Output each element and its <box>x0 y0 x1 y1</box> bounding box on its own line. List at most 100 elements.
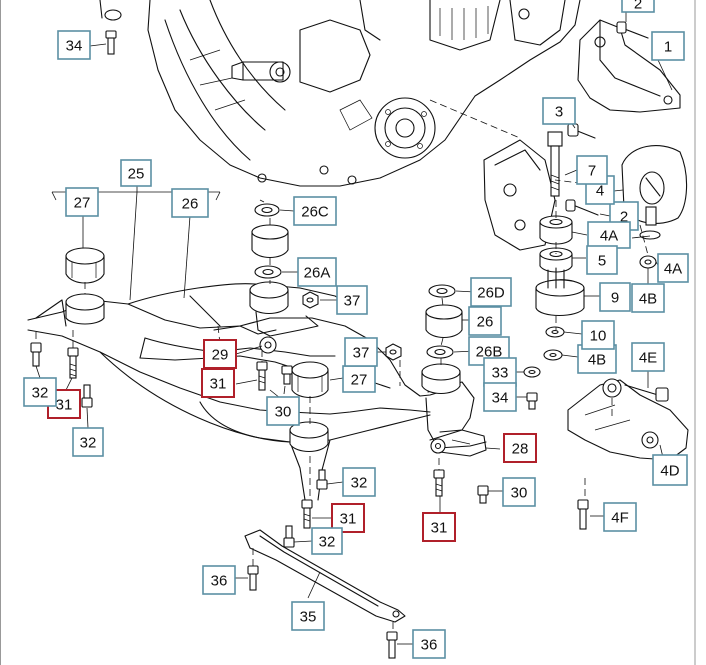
callout-number: 26 <box>182 196 199 213</box>
callout-box <box>470 277 512 307</box>
callout-26: 26 <box>171 188 209 218</box>
bushing-part-4A <box>539 215 573 245</box>
bolt-part-36-right <box>386 631 398 659</box>
callout-number: 37 <box>353 345 370 362</box>
callout-9: 9 <box>599 282 631 312</box>
callout-37: 37 <box>344 337 378 367</box>
callout-4d: 4D <box>652 454 688 486</box>
callout-number: 31 <box>431 520 448 537</box>
callout-box <box>581 320 615 350</box>
bolt-part-2-mid <box>565 199 599 216</box>
bolt-part-4E <box>624 384 669 402</box>
bolt-part-34-right <box>526 392 538 410</box>
bracket-part-4D <box>567 378 689 461</box>
bolt-part-32-lower <box>283 525 295 548</box>
callout-number: 25 <box>128 166 145 183</box>
callout-number: 3 <box>555 104 563 121</box>
callout-32: 32 <box>72 427 104 457</box>
callout-number: 4B <box>588 352 606 369</box>
callout-31-highlighted: 31 <box>201 368 235 398</box>
callout-box <box>631 283 665 313</box>
bolt-part-2-top <box>616 21 649 39</box>
callout-4b: 4B <box>631 283 665 313</box>
bolt-part-31-right <box>433 469 445 497</box>
callout-26a: 26A <box>297 257 337 287</box>
callout-number: 26C <box>301 204 329 221</box>
callout-number: 27 <box>74 195 91 212</box>
callout-box <box>483 382 517 412</box>
bracket-part-28 <box>429 429 487 457</box>
bolt-part-32-lower-left <box>81 384 93 408</box>
callout-number: 30 <box>511 485 528 502</box>
bolt-part-31-center <box>256 361 268 391</box>
bushing-part-5 <box>539 247 573 273</box>
nut-part-37-left <box>302 291 319 309</box>
callout-number: 4F <box>611 510 629 527</box>
callout-box <box>291 601 325 631</box>
gearbox-housing <box>99 0 581 187</box>
front-brace-part-35 <box>244 529 406 623</box>
callout-number: 31 <box>340 511 357 528</box>
callout-box <box>72 427 104 457</box>
callout-33: 33 <box>483 357 517 387</box>
callout-number: 34 <box>66 38 83 55</box>
callout-number: 32 <box>80 435 97 452</box>
callout-box <box>586 245 618 275</box>
callout-number: 26B <box>476 344 503 361</box>
callout-number: 28 <box>512 441 529 458</box>
callout-box <box>657 253 689 283</box>
callout-box <box>331 503 365 533</box>
callout-number: 32 <box>32 385 49 402</box>
callout-box <box>621 0 655 13</box>
callout-box <box>503 433 537 463</box>
callout-29-highlighted: 29 <box>203 339 237 369</box>
callout-box <box>344 337 378 367</box>
callout-number: 30 <box>275 404 292 421</box>
callout-34: 34 <box>57 30 91 60</box>
callout-number: 36 <box>421 637 438 654</box>
callout-35: 35 <box>291 601 325 631</box>
callout-number: 27 <box>351 372 368 389</box>
left-subframe-mount <box>65 293 105 325</box>
callout-box <box>342 467 376 497</box>
leader-lines <box>35 10 673 645</box>
callout-box <box>201 368 235 398</box>
washer-part-4B-left <box>543 349 563 361</box>
callout-28-highlighted: 28 <box>503 433 537 463</box>
callout-36: 36 <box>202 565 236 595</box>
callout-number: 4A <box>600 228 618 245</box>
washer-part-33 <box>523 366 541 378</box>
bushing-part-26C <box>254 203 280 217</box>
callout-box <box>652 454 688 486</box>
bolt-part-31-left <box>67 347 79 379</box>
callout-box <box>202 565 236 595</box>
callout-number: 9 <box>611 290 619 307</box>
gearbox-support-bracket <box>483 139 556 251</box>
long-bolt-part-7 <box>547 131 563 197</box>
washer-part-26A <box>254 265 282 279</box>
callout-number: 26A <box>304 265 331 282</box>
callout-box <box>651 31 685 61</box>
callout-1: 1 <box>651 31 685 61</box>
callout-box <box>57 30 91 60</box>
callout-number: 35 <box>300 609 317 626</box>
bushing-part-26-upper <box>251 224 289 259</box>
callout-box <box>587 221 631 249</box>
callout-25: 25 <box>120 159 152 187</box>
callout-number: 4E <box>639 350 657 367</box>
callout-box <box>23 377 57 407</box>
nut-part-4B <box>639 255 657 269</box>
callout-number: 37 <box>344 293 361 310</box>
callout-box <box>293 196 337 226</box>
callout-32: 32 <box>311 527 343 555</box>
callout-number: 4B <box>639 291 657 308</box>
callout-box <box>297 257 337 287</box>
callout-number: 2 <box>634 0 642 13</box>
callout-26c: 26C <box>293 196 337 226</box>
callout-number: 2 <box>620 209 628 226</box>
bolt-part-4F <box>577 499 589 530</box>
callout-34: 34 <box>483 382 517 412</box>
callout-box <box>203 339 237 369</box>
